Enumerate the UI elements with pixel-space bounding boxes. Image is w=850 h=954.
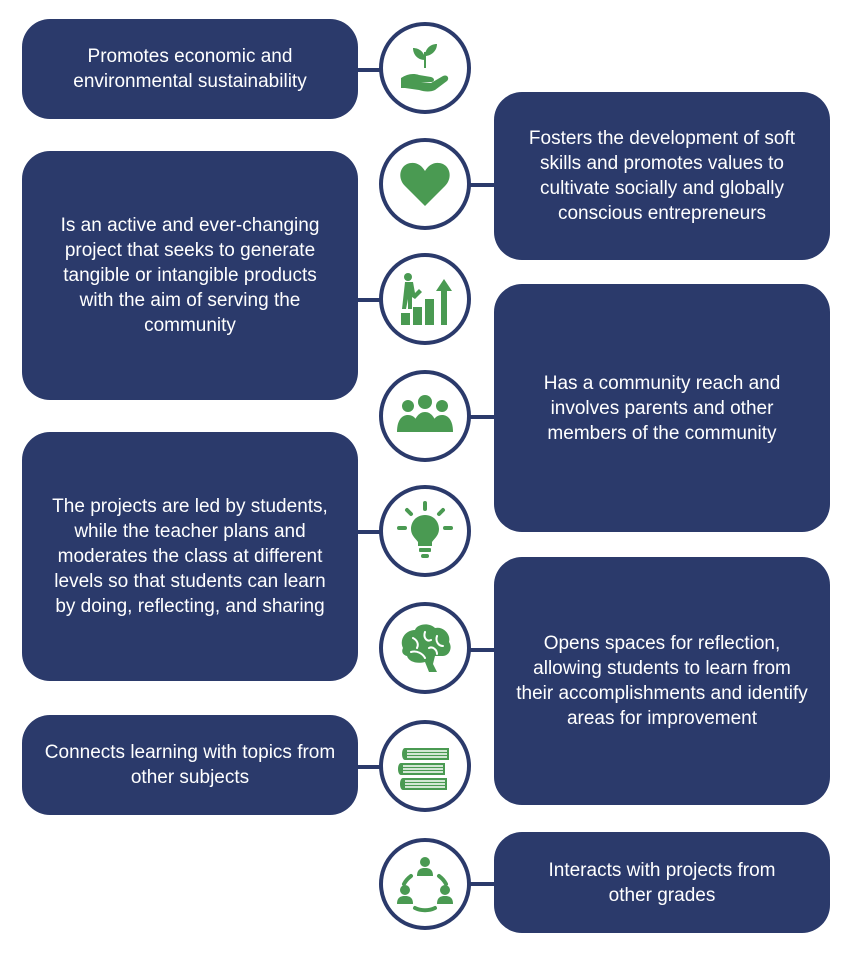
connector-5 <box>356 530 384 534</box>
growth-steps-icon <box>401 273 452 325</box>
connector-7 <box>356 765 384 769</box>
box-reflection: Opens spaces for reflection, allowing st… <box>494 557 830 805</box>
box-student-led: The projects are led by students, while … <box>22 432 358 681</box>
books-icon <box>398 748 449 790</box>
box-other-grades: Interacts with projects from other grade… <box>494 832 830 933</box>
connector-3 <box>356 298 384 302</box>
box-community-reach: Has a community reach and involves paren… <box>494 284 830 532</box>
connector-2 <box>466 183 496 187</box>
lightbulb-icon <box>397 501 453 558</box>
box-text: Interacts with projects from other grade… <box>548 859 776 906</box>
connector-8 <box>466 882 496 886</box>
box-text: Is an active and ever-changing project t… <box>60 215 320 336</box>
icon-circle-8 <box>379 838 471 930</box>
box-soft-skills: Fosters the development of soft skills a… <box>494 92 830 260</box>
brain-icon <box>401 624 451 672</box>
connector-1 <box>356 68 384 72</box>
box-text: Opens spaces for reflection, allowing st… <box>516 633 808 729</box>
box-text: The projects are led by students, while … <box>52 496 328 617</box>
plant-in-hand-icon <box>401 44 449 92</box>
connector-4 <box>466 415 496 419</box>
icon-circle-7 <box>379 720 471 812</box>
box-text: Connects learning with topics from other… <box>44 742 336 788</box>
icon-circle-1 <box>379 22 471 114</box>
box-sustainability: Promotes economic and environmental sust… <box>22 19 358 119</box>
box-connects-subjects: Connects learning with topics from other… <box>22 715 358 815</box>
box-text: Has a community reach and involves paren… <box>543 372 781 444</box>
icon-circle-6 <box>379 602 471 694</box>
heart-icon <box>400 162 450 206</box>
box-text: Promotes economic and environmental sust… <box>73 46 307 92</box>
icon-circle-2 <box>379 138 471 230</box>
community-group-icon <box>397 395 453 432</box>
icon-circle-4 <box>379 370 471 462</box>
network-people-icon <box>397 857 453 913</box>
box-text: Fosters the development of soft skills a… <box>528 128 796 224</box>
icon-circle-5 <box>379 485 471 577</box>
box-active-project: Is an active and ever-changing project t… <box>22 151 358 400</box>
connector-6 <box>466 648 496 652</box>
icon-circle-3 <box>379 253 471 345</box>
